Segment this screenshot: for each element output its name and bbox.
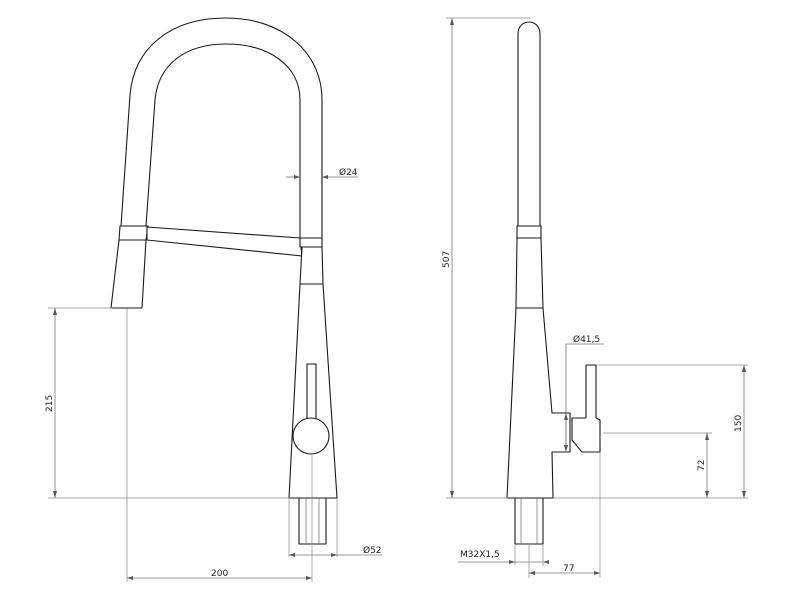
side-body-lower (506, 307, 571, 499)
side-body-upper (515, 237, 544, 309)
side-collar (516, 225, 542, 239)
front-spray-collar (118, 225, 149, 241)
side-dimensions: 507 Ø41,5 150 72 M32X1,5 77 (442, 17, 748, 578)
front-support-arm (146, 226, 303, 257)
side-view (506, 21, 601, 545)
dim-lever-diameter: Ø41,5 (573, 334, 600, 345)
dim-total-height: 507 (442, 251, 452, 268)
dim-spout-reach: 200 (211, 569, 228, 579)
front-view (110, 17, 338, 545)
front-shank (298, 497, 327, 545)
dim-lever-height: 150 (734, 415, 744, 432)
front-lever-knob (292, 417, 330, 455)
dim-body-diameter: Ø52 (363, 545, 382, 556)
front-spout-arch (120, 17, 323, 241)
side-spout-tube (517, 21, 541, 227)
dim-lever-offset: 77 (563, 564, 574, 574)
front-body (299, 246, 324, 285)
front-spray-head (110, 239, 147, 309)
side-lever (571, 364, 601, 453)
dim-outlet-height: 215 (45, 395, 55, 412)
front-dimensions: Ø24 215 Ø52 200 (45, 167, 382, 582)
dim-spout-diameter: Ø24 (339, 167, 358, 178)
front-lever-stem (306, 363, 317, 425)
front-body-collar (299, 237, 323, 248)
dim-thread: M32X1,5 (460, 550, 500, 560)
dim-pivot-height: 72 (697, 460, 707, 471)
side-shank (514, 497, 544, 545)
